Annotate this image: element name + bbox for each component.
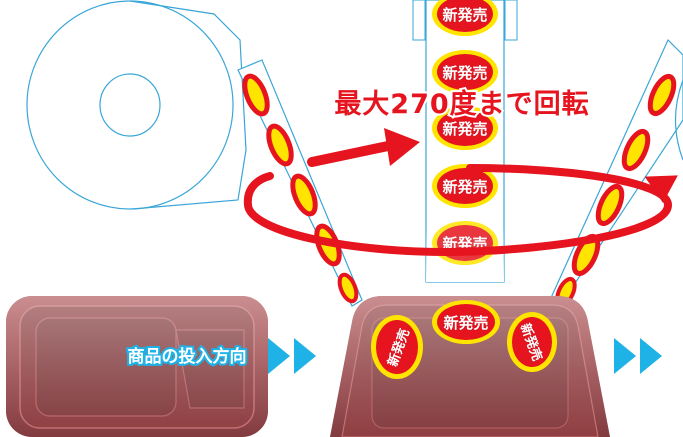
- tray-incoming: [6, 296, 268, 437]
- rotation-arrow: [243, 164, 678, 257]
- sticker-on-tape-right: [555, 73, 677, 308]
- direction-arrow-icon: [640, 338, 662, 374]
- output-direction: [614, 338, 662, 374]
- feed-arrow: [307, 128, 420, 167]
- sticker-on-tray-right: 新発売: [507, 312, 557, 372]
- headline: 最大270度まで回転: [334, 88, 589, 120]
- sticker-center-5: 新発売: [432, 221, 498, 265]
- sticker-on-tray-top: 新発売: [432, 300, 500, 344]
- sticker-on-tray-left: 新発売: [371, 315, 423, 379]
- input-direction: 商品の投入方向: [126, 338, 316, 374]
- direction-arrow-icon: [294, 338, 316, 374]
- direction-arrow-icon: [268, 338, 290, 374]
- sticker-center-3: 新発売: [432, 106, 498, 150]
- sticker-text: 新発売: [442, 178, 487, 196]
- label-roll: [26, 0, 247, 210]
- input-direction-label: 商品の投入方向: [128, 346, 247, 367]
- tray-labeled: 新発売 新発売 新発売: [330, 296, 610, 437]
- sticker-text: 新発売: [442, 6, 487, 24]
- sticker-center-4: 新発売: [432, 164, 498, 208]
- sticker-center-2: 新発売: [432, 50, 498, 94]
- sticker-center-1: 新発売: [432, 0, 498, 36]
- sticker-text: 新発売: [442, 64, 487, 82]
- sticker-text: 新発売: [443, 314, 488, 332]
- sticker-text: 新発売: [442, 120, 487, 138]
- direction-arrow-icon: [614, 338, 636, 374]
